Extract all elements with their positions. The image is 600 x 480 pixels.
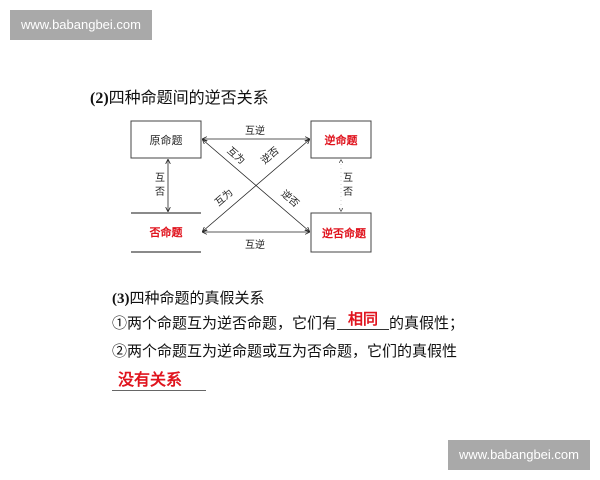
box-contrapositive bbox=[310, 212, 372, 253]
section-3-heading: (3)四种命题的真假关系 bbox=[112, 287, 265, 308]
section-2-heading: (2)四种命题间的逆否关系 bbox=[90, 84, 269, 108]
section-3-number: (3) bbox=[112, 291, 130, 307]
watermark-bottom: www.babangbei.com bbox=[448, 440, 590, 470]
box-original bbox=[130, 120, 202, 159]
label-contrapositive: 逆否命题 bbox=[322, 226, 367, 240]
statement-1-answer: 相同 bbox=[337, 308, 390, 330]
label-diag-upper-left: 互为 bbox=[224, 145, 247, 167]
statement-1-prefix: ①两个命题互为逆否命题，它们有 bbox=[112, 314, 338, 332]
label-diag-upper-right: 逆否 bbox=[258, 144, 282, 167]
label-top-edge: 互逆 bbox=[245, 124, 265, 137]
box-converse bbox=[310, 120, 372, 159]
label-diag-lower-right: 逆否 bbox=[278, 187, 302, 210]
statement-2: ②两个命题互为逆命题或互为否命题，它们的真假性 bbox=[112, 340, 457, 361]
label-right-edge-1: 互 bbox=[343, 172, 353, 184]
watermark-top: www.babangbei.com bbox=[10, 10, 152, 40]
label-original: 原命题 bbox=[150, 133, 183, 147]
label-bottom-edge: 互逆 bbox=[245, 238, 265, 251]
arrow-diagonal-converse-inverse bbox=[203, 140, 309, 231]
label-diag-lower-left: 互为 bbox=[213, 187, 236, 209]
label-left-edge-2: 否 bbox=[155, 186, 165, 198]
section-2-number: (2) bbox=[90, 90, 109, 107]
label-inverse: 否命题 bbox=[149, 225, 184, 239]
label-right-edge-2: 否 bbox=[343, 186, 353, 198]
statement-2-answer: 没有关系 bbox=[112, 370, 206, 391]
section-2-title: 四种命题间的逆否关系 bbox=[108, 88, 269, 107]
statement-1: ①两个命题互为逆否命题，它们有相同的真假性； bbox=[112, 310, 465, 334]
label-left-edge-1: 互 bbox=[155, 172, 165, 184]
section-3-title: 四种命题的真假关系 bbox=[129, 289, 265, 307]
label-converse: 逆命题 bbox=[325, 133, 359, 147]
statement-1-suffix: 的真假性； bbox=[389, 314, 465, 332]
statement-2-text: ②两个命题互为逆命题或互为否命题，它们的真假性 bbox=[112, 342, 458, 360]
